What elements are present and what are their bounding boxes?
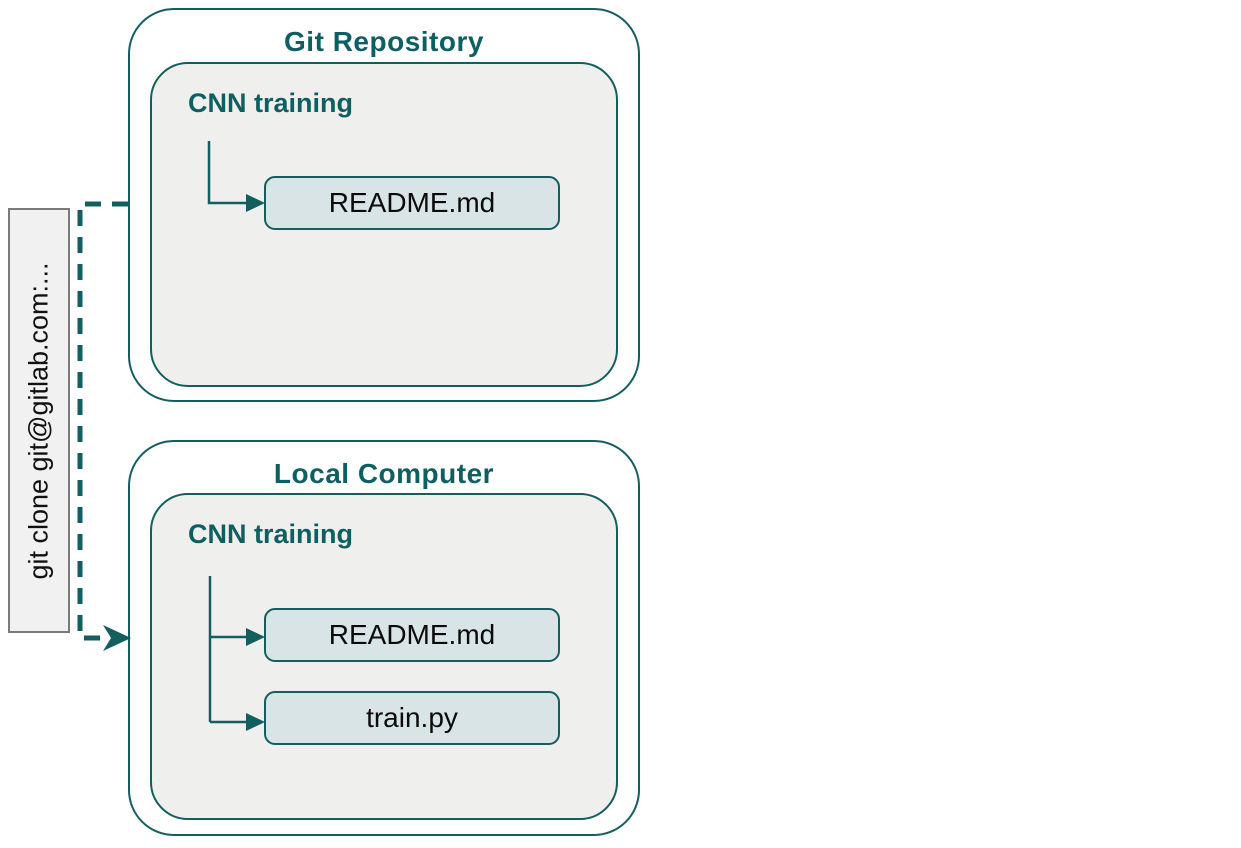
clone-arrowhead-icon	[103, 625, 131, 651]
clone-dashed-connector	[77, 201, 128, 641]
local-computer-folder-label: CNN training	[188, 519, 353, 549]
clone-command-label-box: git clone git@gitlab.com:...	[8, 208, 70, 633]
local-computer-title: Local Computer	[273, 458, 495, 489]
git-repository-folder-label: CNN training	[188, 88, 353, 118]
clone-command-label: git clone git@gitlab.com:...	[23, 261, 54, 580]
file-node-readme-git: README.md	[264, 176, 560, 230]
git-repository-title: Git Repository	[284, 26, 484, 57]
file-node-readme-local: README.md	[264, 608, 560, 662]
file-node-trainpy: train.py	[264, 691, 560, 745]
